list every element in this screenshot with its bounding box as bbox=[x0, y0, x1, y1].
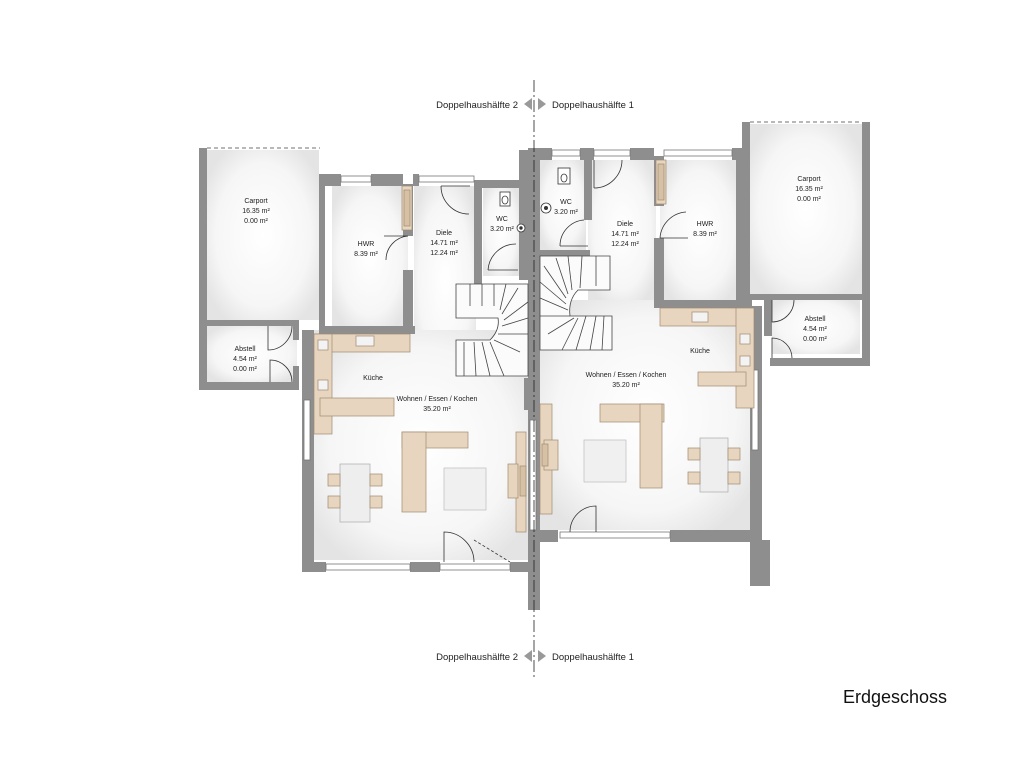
hwr-2-area: 8.39 m² bbox=[354, 251, 378, 258]
abstell-1-name: Abstell bbox=[804, 316, 825, 323]
sanitary bbox=[499, 167, 571, 233]
stair-house-2 bbox=[455, 283, 529, 377]
wc-1-name: WC bbox=[560, 199, 572, 206]
diele-2-name: Diele bbox=[436, 230, 452, 237]
hwr-1-name: HWR bbox=[697, 221, 714, 228]
carport-1-area2: 0.00 m² bbox=[797, 196, 821, 203]
wohnen-1-name: Wohnen / Essen / Kochen bbox=[586, 372, 667, 379]
divider-label-left-bottom: Doppelhaushälfte 2 bbox=[436, 652, 518, 663]
divider-label-right-bottom: Doppelhaushälfte 1 bbox=[552, 652, 634, 663]
doors bbox=[267, 159, 795, 563]
wohnen-2-name: Wohnen / Essen / Kochen bbox=[397, 396, 478, 403]
room-labels-house-1: Carport 16.35 m² 0.00 m² Abstell 4.54 m²… bbox=[554, 176, 827, 389]
kueche-2-name: Küche bbox=[363, 375, 383, 382]
abstell-2-name: Abstell bbox=[234, 346, 255, 353]
abstell-1-area2: 0.00 m² bbox=[803, 336, 827, 343]
plan-title: Erdgeschoss bbox=[843, 687, 948, 707]
furniture-house-1 bbox=[539, 159, 755, 515]
carport-outlines bbox=[207, 121, 862, 149]
wohnen-2-area: 35.20 m² bbox=[423, 406, 451, 413]
diele-1-area: 14.71 m² bbox=[611, 231, 639, 238]
diele-1-name: Diele bbox=[617, 221, 633, 228]
wohnen-1-area: 35.20 m² bbox=[612, 382, 640, 389]
diele-1-area2: 12.24 m² bbox=[611, 241, 639, 248]
divider-label-right-top: Doppelhaushälfte 1 bbox=[552, 100, 634, 111]
abstell-2-area2: 0.00 m² bbox=[233, 366, 257, 373]
divider-label-left-top: Doppelhaushälfte 2 bbox=[436, 100, 518, 111]
carport-2-area: 16.35 m² bbox=[242, 208, 270, 215]
carport-1-area: 16.35 m² bbox=[795, 186, 823, 193]
furniture-house-2 bbox=[313, 185, 527, 533]
abstell-2-area: 4.54 m² bbox=[233, 356, 257, 363]
carport-2-area2: 0.00 m² bbox=[244, 218, 268, 225]
carport-1-name: Carport bbox=[797, 176, 820, 183]
diele-2-area2: 12.24 m² bbox=[430, 250, 458, 257]
wc-1-area: 3.20 m² bbox=[554, 209, 578, 216]
hwr-1-area: 8.39 m² bbox=[693, 231, 717, 238]
hwr-2-name: HWR bbox=[358, 241, 375, 248]
kueche-1-name: Küche bbox=[690, 348, 710, 355]
carport-2-name: Carport bbox=[244, 198, 267, 205]
room-labels-house-2: Carport 16.35 m² 0.00 m² Abstell 4.54 m²… bbox=[233, 198, 514, 413]
house-divider: Doppelhaushälfte 2 Doppelhaushälfte 1 Do… bbox=[436, 80, 634, 680]
stair-house-1 bbox=[539, 255, 613, 351]
abstell-1-area: 4.54 m² bbox=[803, 326, 827, 333]
diele-2-area: 14.71 m² bbox=[430, 240, 458, 247]
wc-2-name: WC bbox=[496, 216, 508, 223]
windows bbox=[303, 149, 759, 571]
wc-2-area: 3.20 m² bbox=[490, 226, 514, 233]
